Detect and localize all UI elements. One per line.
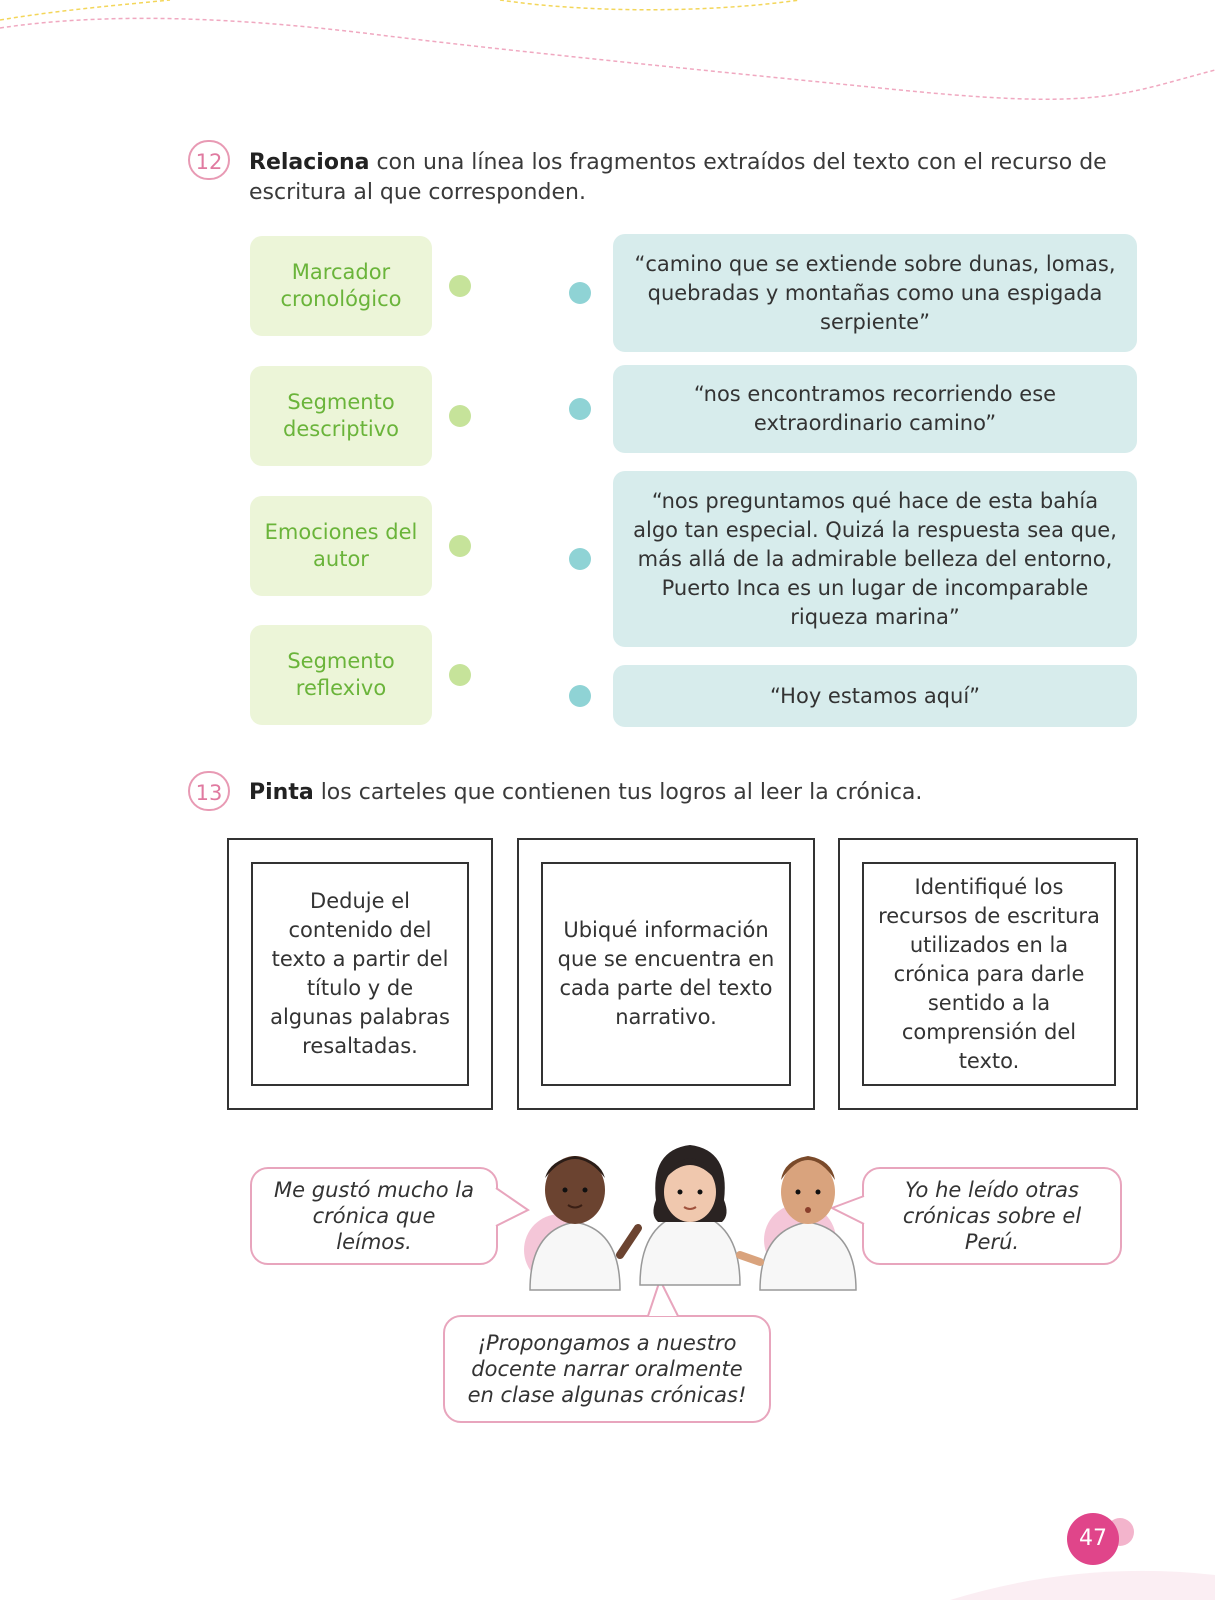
instruction-verb: Pinta xyxy=(249,780,314,805)
right-item-4: “Hoy estamos aquí” xyxy=(613,665,1137,727)
achievement-card-text-1: Deduje el contenido del texto a partir d… xyxy=(251,862,469,1086)
right-connector-dot-1[interactable] xyxy=(569,282,591,304)
achievement-card-1[interactable]: Deduje el contenido del texto a partir d… xyxy=(227,838,493,1110)
left-item-1: Marcador cronológico xyxy=(250,236,432,336)
question-number-13: 13 xyxy=(188,771,230,811)
right-connector-dot-2[interactable] xyxy=(569,398,591,420)
child-boy-left-figure xyxy=(529,1156,642,1291)
left-item-3: Emociones del autor xyxy=(250,496,432,596)
achievement-card-text-2: Ubiqué información que se encuentra en c… xyxy=(541,862,791,1086)
left-item-4: Segmento reflexivo xyxy=(250,625,432,725)
child-boy-right-figure xyxy=(736,1156,857,1291)
instruction-verb: Relaciona xyxy=(249,150,370,175)
question-12-instruction: Relaciona con una línea los fragmentos e… xyxy=(249,148,1129,208)
decorative-waves xyxy=(0,0,1215,101)
speech-bubble-left: Me gustó mucho la crónica que leímos. xyxy=(250,1167,498,1265)
question-13-instruction: Pinta los carteles que contienen tus log… xyxy=(249,778,1129,808)
left-connector-dot-1[interactable] xyxy=(449,275,471,297)
left-connector-dot-4[interactable] xyxy=(449,664,471,686)
instruction-text: los carteles que contienen tus logros al… xyxy=(313,780,923,805)
right-connector-dot-4[interactable] xyxy=(569,685,591,707)
right-item-3: “nos preguntamos qué hace de esta bahía … xyxy=(613,471,1137,647)
instruction-text: con una línea los fragmentos extraídos d… xyxy=(249,150,1107,205)
achievement-card-2[interactable]: Ubiqué información que se encuentra en c… xyxy=(517,838,815,1110)
achievement-card-text-3: Identifiqué los recursos de escritura ut… xyxy=(862,862,1116,1086)
achievement-card-3[interactable]: Identifiqué los recursos de escritura ut… xyxy=(838,838,1138,1110)
speech-bubble-bottom: ¡Propongamos a nuestro docente narrar or… xyxy=(443,1315,771,1423)
left-item-2: Segmento descriptivo xyxy=(250,366,432,466)
question-number-12: 12 xyxy=(188,140,230,180)
page-number: 47 xyxy=(1067,1513,1119,1565)
left-connector-dot-3[interactable] xyxy=(449,535,471,557)
right-item-1: “camino que se extiende sobre dunas, lom… xyxy=(613,234,1137,352)
left-connector-dot-2[interactable] xyxy=(449,405,471,427)
right-connector-dot-3[interactable] xyxy=(569,548,591,570)
child-girl-center-figure xyxy=(639,1145,741,1286)
speech-bubble-right: Yo he leído otras crónicas sobre el Perú… xyxy=(862,1167,1122,1265)
right-item-2: “nos encontramos recorriendo ese extraor… xyxy=(613,365,1137,453)
